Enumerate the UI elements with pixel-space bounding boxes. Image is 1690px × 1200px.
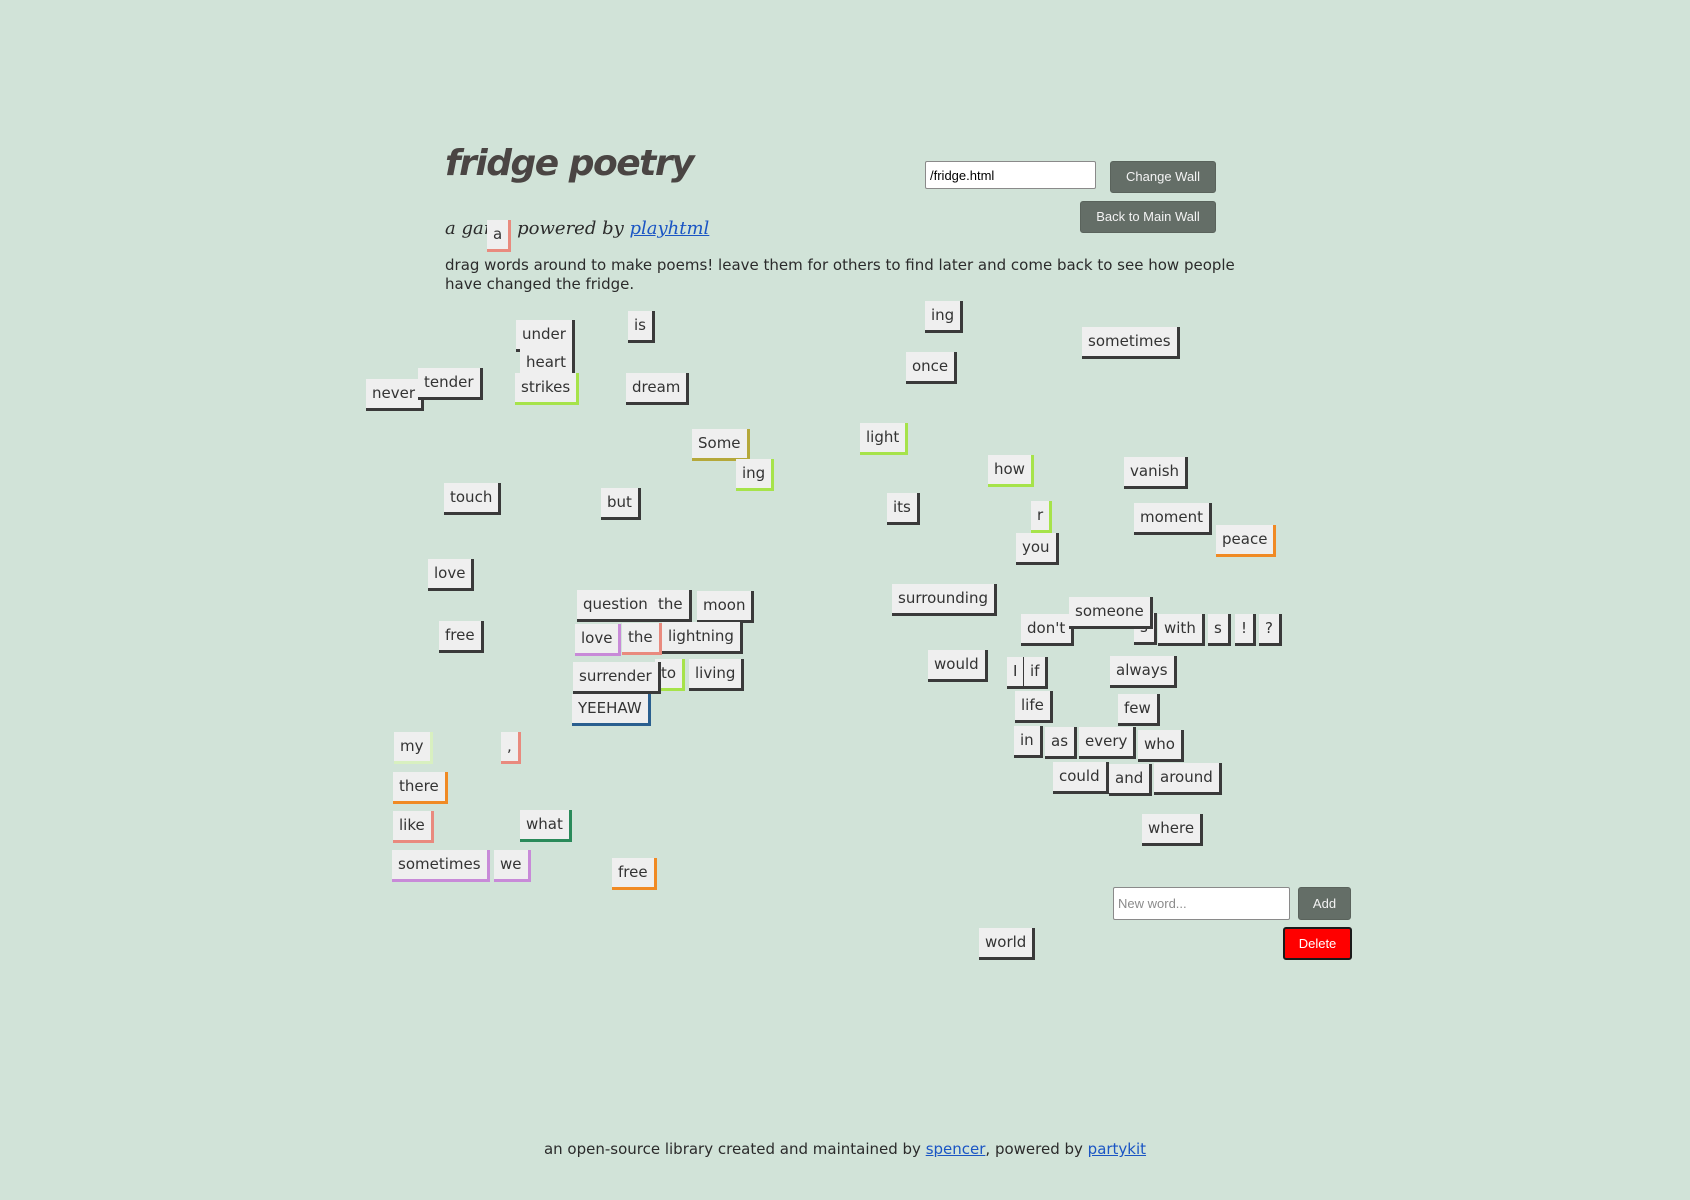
- word-magnet[interactable]: with: [1158, 614, 1205, 646]
- word-magnet[interactable]: would: [928, 650, 988, 682]
- word-magnet[interactable]: don't: [1021, 614, 1075, 646]
- footer-text-middle: , powered by: [985, 1140, 1088, 1158]
- word-magnet[interactable]: ?: [1259, 614, 1282, 646]
- word-magnet[interactable]: could: [1053, 762, 1109, 794]
- spencer-link[interactable]: spencer: [925, 1140, 986, 1158]
- word-magnet[interactable]: love: [575, 624, 622, 656]
- word-magnet[interactable]: we: [494, 850, 531, 882]
- word-magnet[interactable]: dream: [626, 373, 690, 405]
- word-magnet[interactable]: ing: [736, 459, 775, 491]
- word-magnet[interactable]: moon: [697, 591, 755, 623]
- word-magnet[interactable]: once: [906, 352, 958, 384]
- word-magnet[interactable]: life: [1015, 691, 1053, 723]
- word-magnet[interactable]: its: [887, 493, 920, 525]
- word-magnet[interactable]: as: [1045, 727, 1078, 759]
- word-magnet[interactable]: there: [393, 772, 448, 804]
- add-word-button[interactable]: Add: [1298, 887, 1351, 920]
- footer-text: an open-source library created and maint…: [543, 1140, 926, 1158]
- word-magnet[interactable]: someone: [1069, 597, 1153, 629]
- word-magnet[interactable]: living: [689, 659, 745, 691]
- word-magnet[interactable]: the: [652, 590, 692, 622]
- word-magnet[interactable]: in: [1014, 726, 1043, 758]
- footer: an open-source library created and maint…: [0, 1140, 1690, 1158]
- word-magnet[interactable]: a: [487, 220, 512, 252]
- word-magnet[interactable]: is: [628, 311, 655, 343]
- word-magnet[interactable]: who: [1138, 730, 1184, 762]
- word-magnet[interactable]: surrounding: [892, 584, 997, 616]
- word-magnet[interactable]: s: [1208, 614, 1231, 646]
- word-magnet[interactable]: never: [366, 379, 425, 411]
- word-magnet[interactable]: you: [1016, 533, 1059, 565]
- new-word-input[interactable]: [1113, 887, 1290, 920]
- word-magnet[interactable]: touch: [444, 483, 502, 515]
- word-magnet[interactable]: moment: [1134, 503, 1213, 535]
- word-magnet[interactable]: what: [520, 810, 572, 842]
- word-magnet[interactable]: the: [622, 623, 662, 655]
- word-magnet[interactable]: !: [1235, 614, 1257, 646]
- partykit-link[interactable]: partykit: [1087, 1140, 1147, 1158]
- word-magnet[interactable]: r: [1031, 501, 1053, 533]
- word-magnet[interactable]: ing: [925, 301, 964, 333]
- word-magnet[interactable]: sometimes: [1082, 327, 1180, 359]
- change-wall-button[interactable]: Change Wall: [1110, 161, 1216, 193]
- word-magnet[interactable]: how: [988, 455, 1034, 487]
- word-magnet[interactable]: and: [1109, 764, 1153, 796]
- word-magnet[interactable]: love: [428, 559, 475, 591]
- word-magnet[interactable]: Some: [692, 429, 750, 461]
- word-magnet[interactable]: free: [439, 621, 484, 653]
- word-magnet[interactable]: surrender: [573, 662, 661, 694]
- word-magnet[interactable]: tender: [418, 368, 483, 400]
- word-magnet[interactable]: always: [1110, 656, 1177, 688]
- description: drag words around to make poems! leave t…: [445, 256, 1235, 293]
- word-magnet[interactable]: if: [1024, 657, 1049, 689]
- word-magnet[interactable]: like: [393, 811, 434, 843]
- word-magnet[interactable]: world: [979, 928, 1036, 960]
- word-magnet[interactable]: question: [577, 590, 657, 622]
- word-magnet[interactable]: every: [1079, 727, 1137, 759]
- word-magnet[interactable]: few: [1118, 694, 1160, 726]
- wall-path-input[interactable]: [925, 161, 1096, 189]
- word-magnet[interactable]: around: [1154, 763, 1222, 795]
- playhtml-link[interactable]: playhtml: [629, 218, 710, 239]
- word-magnet[interactable]: YEEHAW: [572, 694, 651, 726]
- word-magnet[interactable]: my: [394, 732, 433, 764]
- word-magnet[interactable]: free: [612, 858, 657, 890]
- back-to-main-wall-button[interactable]: Back to Main Wall: [1080, 201, 1216, 233]
- word-magnet[interactable]: peace: [1216, 525, 1277, 557]
- delete-word-button[interactable]: Delete: [1283, 927, 1352, 960]
- word-magnet[interactable]: light: [860, 423, 909, 455]
- word-magnet[interactable]: strikes: [515, 373, 580, 405]
- word-magnet[interactable]: but: [601, 488, 641, 520]
- word-magnet[interactable]: ,: [501, 732, 521, 764]
- word-magnet[interactable]: lightning: [662, 622, 743, 654]
- word-magnet[interactable]: sometimes: [392, 850, 490, 882]
- word-magnet[interactable]: where: [1142, 814, 1204, 846]
- page-title: fridge poetry: [445, 143, 695, 184]
- word-magnet[interactable]: vanish: [1124, 457, 1189, 489]
